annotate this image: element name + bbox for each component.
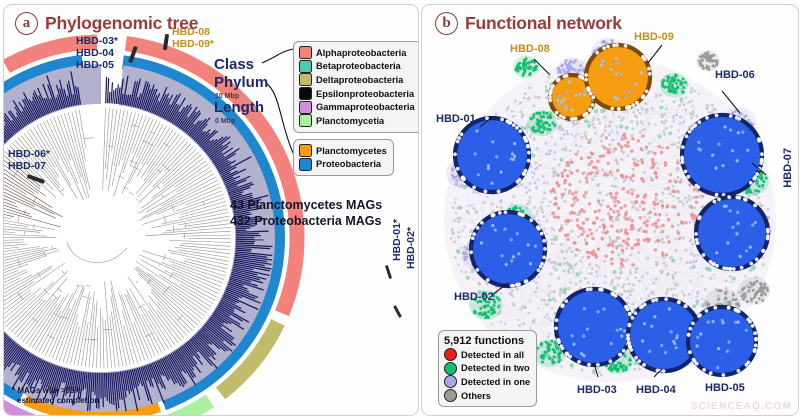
legend-label: Betaproteobacteria <box>316 61 401 72</box>
panel-b-badge: b Functional network <box>435 12 622 35</box>
phylum-ring <box>4 54 285 415</box>
length-histogram <box>4 71 273 412</box>
hbd-tick-right-1 <box>384 264 393 280</box>
legend-item: Detected in two <box>444 361 530 376</box>
hbd-label-08: HBD-08 <box>172 26 210 38</box>
count-planctomycetes: 43 Planctomycetes MAGs <box>230 198 383 212</box>
legend-item: Proteobacteria <box>299 157 387 172</box>
network-leader-lines <box>479 44 767 378</box>
watermark: SCIENCEAQ.COM <box>690 401 792 412</box>
legend-label: Others <box>461 390 491 401</box>
panel-phylogenomic-tree: a Phylogenomic tree <box>3 4 419 416</box>
hbd-tick-right-2 <box>393 305 402 318</box>
footnote: * MAGs with >95% estimated completion <box>12 386 99 407</box>
genome-circle-hbd-05 <box>685 304 759 378</box>
hbd-label-07: HBD-07 <box>8 159 46 172</box>
legend-label: Gammaproteobacteria <box>316 102 415 113</box>
ring-label-length: Length <box>214 99 264 116</box>
legend-swatch <box>444 348 457 362</box>
hbd-label-04: HBD-04 <box>76 46 114 59</box>
legend-swatch <box>444 375 457 389</box>
hbd-label-02: HBD-02* <box>405 227 417 270</box>
hbd-label-group-top-mid: HBD-08 HBD-09* <box>172 26 215 51</box>
panel-a-title: Phylogenomic tree <box>45 13 199 33</box>
network-label-hbd-04: HBD-04 <box>636 384 676 396</box>
hbd-label-06: HBD-06* <box>8 148 51 160</box>
ring-label-length-max: 10 Mbp <box>215 93 240 100</box>
class-ring <box>4 34 305 415</box>
circular-phylogenomic-tree <box>4 23 316 415</box>
legend-label: Alphaproteobacteria <box>316 47 407 58</box>
legend-item: Planctomycetes <box>299 144 387 158</box>
panel-b-badge-letter: b <box>435 12 458 35</box>
legend-swatch <box>299 59 312 73</box>
legend-swatch <box>299 114 312 128</box>
legend-swatch <box>299 157 312 171</box>
legend-swatch <box>299 144 312 158</box>
hbd-label-group-top-left: HBD-03* HBD-04 HBD-05 <box>76 35 119 71</box>
genome-circle-hbd-09 <box>583 42 653 112</box>
genome-circle-hbd-06 <box>679 112 765 198</box>
network-label-hbd-06: HBD-06 <box>715 69 755 81</box>
network-label-hbd-01: HBD-01 <box>436 113 476 125</box>
hbd-label-01: HBD-01* <box>391 219 403 262</box>
legend-label: Detected in all <box>461 349 525 360</box>
legend-label: Epsilonproteobacteria <box>316 88 415 99</box>
legend-item: Detected in one <box>444 375 530 389</box>
legend-label: Deltaproteobacteria <box>316 74 404 85</box>
legend-item: Detected in all <box>444 348 530 362</box>
legend-swatch <box>444 361 457 375</box>
network-legend-title: 5,912 functions <box>444 335 525 347</box>
genome-circle-hbd-03 <box>553 286 635 368</box>
count-proteobacteria: 432 Proteobacteria MAGs <box>230 214 382 228</box>
legend-item: Gammaproteobacteria <box>299 100 415 114</box>
hbd-label-03: HBD-03* <box>76 35 119 47</box>
network-label-hbd-02: HBD-02 <box>454 291 494 303</box>
legend-label: Detected in two <box>461 363 530 374</box>
hbd-label-05: HBD-05 <box>76 58 114 71</box>
panel-functional-network: b Functional network HBD-01 HBD-02 HBD-0… <box>421 4 799 416</box>
legend-swatch <box>299 73 312 87</box>
hbd-label-09: HBD-09* <box>172 37 215 50</box>
legend-swatch <box>444 389 457 403</box>
dendrogram-branches-dark <box>4 155 63 228</box>
legend-item: Alphaproteobacteria <box>299 46 415 60</box>
legend-label: Detected in one <box>461 376 531 387</box>
genome-circle-hbd-01 <box>452 115 532 195</box>
ring-label-phylum: Phylum <box>214 74 269 91</box>
legend-swatch <box>299 100 312 114</box>
legend-item: Deltaproteobacteria <box>299 73 415 87</box>
legend-item: Planctomycetia <box>299 114 415 128</box>
network-label-hbd-03: HBD-03 <box>577 384 617 396</box>
legend-item: Others <box>444 389 530 403</box>
network-label-hbd-05: HBD-05 <box>705 382 745 394</box>
legend-label: Planctomycetes <box>316 145 387 156</box>
network-label-hbd-09: HBD-09 <box>634 31 674 43</box>
functional-network-graph <box>444 38 776 382</box>
ring-label-length-min: 0 Mbp <box>215 118 236 125</box>
legend-swatch <box>299 87 312 101</box>
panel-a-badge-letter: a <box>15 12 38 35</box>
ring-label-class: Class <box>214 56 255 73</box>
legend-label: Planctomycetia <box>316 115 385 126</box>
genome-circle-hbd-02 <box>468 209 548 289</box>
mag-counts: 43 Planctomycetes MAGs 432 Proteobacteri… <box>230 197 382 229</box>
legend-item: Betaproteobacteria <box>299 59 415 74</box>
network-label-hbd-07: HBD-07 <box>782 148 794 188</box>
legend-swatch <box>299 46 312 60</box>
dendrogram-branches <box>4 108 232 369</box>
legend-label: Proteobacteria <box>316 159 382 170</box>
hbd-label-group-left: HBD-06* HBD-07 <box>8 148 51 173</box>
footnote-line-2: estimated completion <box>17 396 100 406</box>
genome-circle-hbd-07 <box>693 194 771 272</box>
footnote-line-1: * MAGs with >95% <box>12 386 82 395</box>
panel-a-badge: a Phylogenomic tree <box>15 12 198 35</box>
panel-b-title: Functional network <box>465 13 622 33</box>
tree-svg <box>4 34 305 415</box>
network-label-hbd-08: HBD-08 <box>510 43 550 55</box>
legend-item: Epsilonproteobacteria <box>299 87 415 101</box>
